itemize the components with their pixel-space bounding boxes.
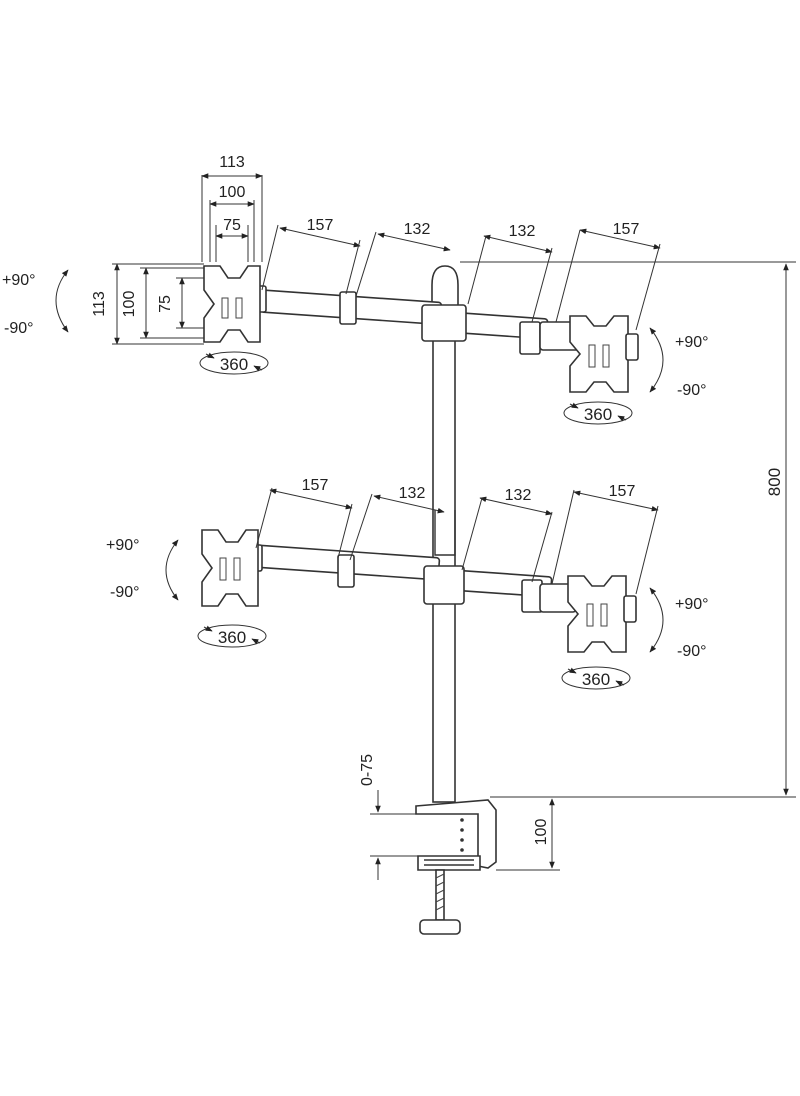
bottom-arm-inner-left: 132 [399,485,426,502]
bottom-arm-segment-dimensions [255,487,659,595]
clamp-range-dimension [370,790,418,880]
vesa-height-113: 113 [91,291,108,317]
top-arm-outer-left: 157 [307,217,334,234]
vesa-plate-bottom-right [567,575,637,653]
vesa-width-100: 100 [219,184,246,201]
vesa-height-100: 100 [121,291,138,318]
tilt-arrow-bottom-left [165,539,179,601]
rotation-label-top-left: 360 [220,355,248,374]
vesa-width-113: 113 [219,154,245,171]
vesa-height-75: 75 [157,295,174,313]
vesa-plate-top-right [569,315,639,393]
rotation-top-right [563,401,633,425]
tilt-up-top-right: +90° [675,334,709,351]
rotation-top-left [199,351,269,375]
vesa-plate-top-left [203,265,261,343]
top-arm-segment-dimensions [261,224,661,331]
bottom-arm-outer-right: 157 [609,483,636,500]
tilt-arrow-bottom-right [649,587,664,653]
bottom-arm [247,544,577,613]
tilt-up-bottom-left: +90° [106,537,140,554]
vesa-height-dimensions [112,263,204,345]
desk-clamp [415,799,497,935]
tilt-up-top-left: +90° [2,272,36,289]
pole-height-dimension [460,261,796,798]
clamp-depth-dimension [496,798,560,871]
top-arm-inner-right: 132 [509,223,536,240]
tilt-arrow-top-left [55,269,69,333]
pole [431,265,459,803]
top-arm-outer-right: 157 [613,221,640,238]
clamp-depth-label: 100 [533,819,550,846]
tilt-up-bottom-right: +90° [675,596,709,613]
rotation-label-bottom-right: 360 [582,670,610,689]
tilt-down-bottom-right: -90° [677,643,707,660]
rotation-bottom-right [561,666,631,690]
tilt-arrow-top-right [649,327,664,393]
top-arm-inner-left: 132 [404,221,431,238]
bottom-arm-outer-left: 157 [302,477,329,494]
pole-height-label: 800 [765,468,784,496]
vesa-width-75: 75 [223,217,241,234]
tilt-down-top-right: -90° [677,382,707,399]
rotation-label-top-right: 360 [584,405,612,424]
vesa-width-dimensions [201,173,263,262]
top-arm [251,285,581,355]
rotation-label-bottom-left: 360 [218,628,246,647]
vesa-plate-bottom-left [201,529,259,607]
tilt-down-bottom-left: -90° [110,584,140,601]
bottom-arm-inner-right: 132 [505,487,532,504]
tilt-down-top-left: -90° [4,320,34,337]
clamp-range-label: 0-75 [359,754,376,786]
rotation-bottom-left [197,624,267,648]
